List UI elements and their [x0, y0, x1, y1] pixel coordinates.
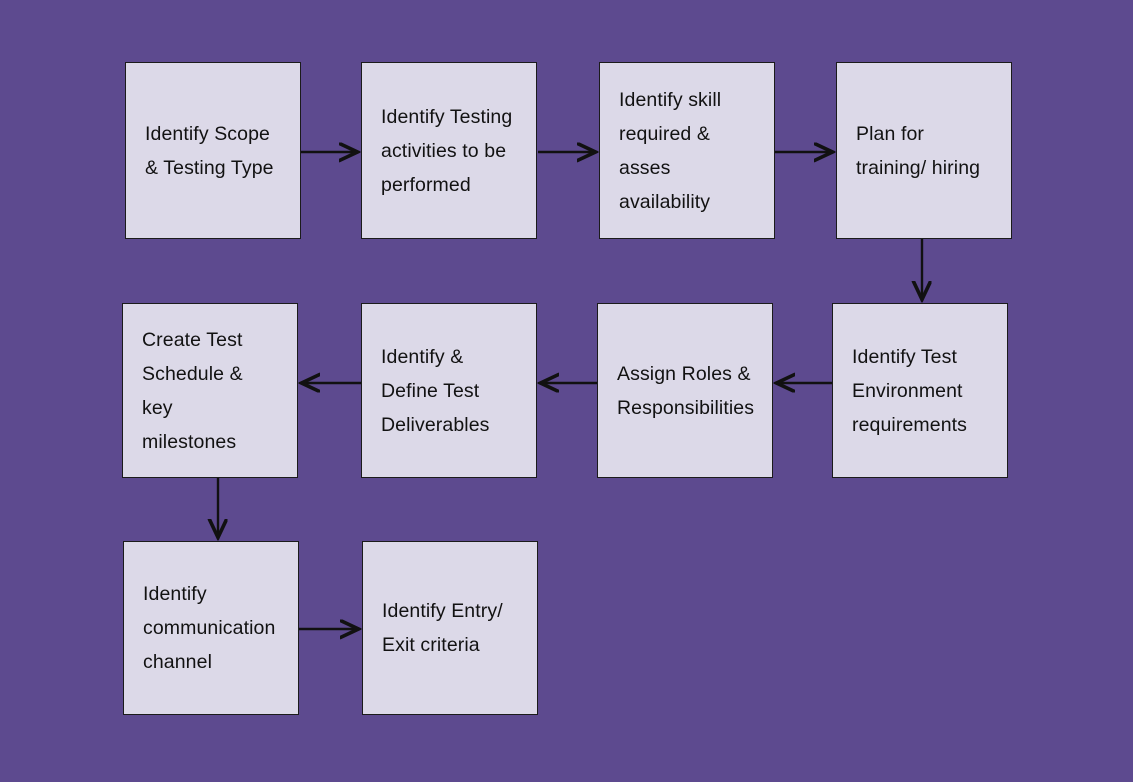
flowchart-node-n6[interactable]: Assign Roles & Responsibilities: [597, 303, 773, 478]
flowchart-node-n1[interactable]: Identify Scope & Testing Type: [125, 62, 301, 239]
flowchart-node-n10[interactable]: Identify Entry/ Exit criteria: [362, 541, 538, 715]
flowchart-node-n2[interactable]: Identify Testing activities to be perfor…: [361, 62, 537, 239]
flowchart-node-n9[interactable]: Identify communication channel: [123, 541, 299, 715]
flowchart-node-label: Identify Test Environment requirements: [852, 345, 968, 436]
flowchart-node-label: Identify communication channel: [143, 583, 276, 673]
flowchart-node-label: Assign Roles & Responsibilities: [617, 362, 755, 419]
flowchart-node-label: Identify Entry/ Exit criteria: [382, 600, 503, 656]
flowchart-node-label: Identify & Define Test Deliverables: [381, 345, 490, 436]
flowchart-node-label: Identify Scope & Testing Type: [145, 122, 274, 179]
flowchart-node-n3[interactable]: Identify skill required & asses availabi…: [599, 62, 775, 239]
flowchart-node-n7[interactable]: Identify & Define Test Deliverables: [361, 303, 537, 478]
flowchart-node-label: Create Test Schedule & key milestones: [142, 328, 243, 453]
flowchart-node-label: Identify skill required & asses availabi…: [619, 88, 722, 213]
flowchart-node-label: Identify Testing activities to be perfor…: [381, 105, 513, 196]
flowchart-node-n5[interactable]: Identify Test Environment requirements: [832, 303, 1008, 478]
flowchart-node-n8[interactable]: Create Test Schedule & key milestones: [122, 303, 298, 478]
flowchart-node-label: Plan for training/ hiring: [856, 122, 981, 179]
flowchart-node-n4[interactable]: Plan for training/ hiring: [836, 62, 1012, 239]
